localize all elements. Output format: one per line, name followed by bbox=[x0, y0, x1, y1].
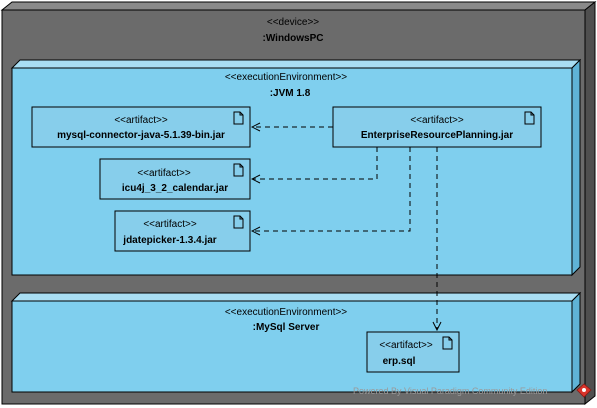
artifact-document-icon bbox=[233, 215, 244, 229]
artifact-erp-sql[interactable]: <<artifact>> erp.sql bbox=[366, 331, 460, 373]
watermark-text: Powered By Visual Paradigm Community Edi… bbox=[353, 386, 547, 396]
dependency-erp-to-icu4j bbox=[252, 147, 378, 179]
artifact-document-icon bbox=[233, 163, 244, 177]
jvm-stereotype: <<executionEnvironment>> bbox=[225, 72, 347, 83]
artifact-stereotype: <<artifact>> bbox=[137, 168, 191, 179]
dependency-edges bbox=[252, 127, 437, 330]
artifact-document-icon bbox=[442, 336, 453, 350]
mysql-name: :MySql Server bbox=[253, 322, 320, 333]
artifact-stereotype: <<artifact>> bbox=[379, 340, 433, 351]
artifact-name: EnterpriseResourcePlanning.jar bbox=[361, 130, 513, 141]
artifact-name: jdatepicker-1.3.4.jar bbox=[122, 235, 216, 246]
artifact-document-icon bbox=[524, 111, 535, 125]
mysql-stereotype: <<executionEnvironment>> bbox=[225, 307, 347, 318]
artifact-name: mysql-connector-java-5.1.39-bin.jar bbox=[57, 130, 225, 141]
artifact-document-icon bbox=[233, 111, 244, 125]
artifact-mysql-connector[interactable]: <<artifact>> mysql-connector-java-5.1.39… bbox=[31, 106, 251, 148]
execution-environment-jvm[interactable]: <<executionEnvironment>> :JVM 1.8 bbox=[10, 58, 582, 277]
artifact-name: icu4j_3_2_calendar.jar bbox=[122, 183, 228, 194]
artifact-jdatepicker[interactable]: <<artifact>> jdatepicker-1.3.4.jar bbox=[114, 210, 251, 252]
artifact-stereotype: <<artifact>> bbox=[410, 115, 464, 126]
device-stereotype: <<device>> bbox=[267, 17, 319, 28]
execution-environment-mysql[interactable]: <<executionEnvironment>> :MySql Server bbox=[10, 291, 582, 394]
dependency-erp-to-jdatepicker bbox=[252, 147, 411, 231]
artifact-stereotype: <<artifact>> bbox=[143, 219, 197, 230]
artifact-enterprise-resource-planning[interactable]: <<artifact>> EnterpriseResourcePlanning.… bbox=[332, 106, 542, 148]
artifact-icu4j-calendar[interactable]: <<artifact>> icu4j_3_2_calendar.jar bbox=[99, 158, 251, 200]
watermark: Powered By Visual Paradigm Community Edi… bbox=[353, 383, 592, 398]
jvm-name: :JVM 1.8 bbox=[270, 88, 311, 99]
artifact-name: erp.sql bbox=[383, 356, 416, 367]
artifact-stereotype: <<artifact>> bbox=[114, 115, 168, 126]
visual-paradigm-logo-icon bbox=[576, 383, 592, 398]
device-name: :WindowsPC bbox=[262, 33, 323, 44]
